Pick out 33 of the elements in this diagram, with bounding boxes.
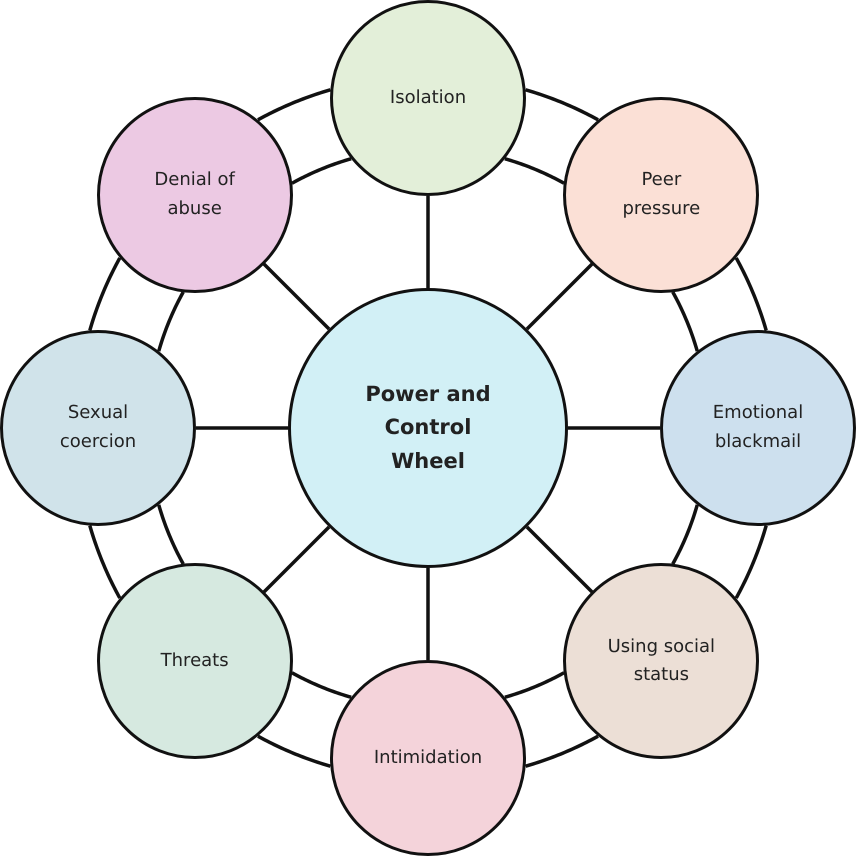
rim-arc <box>257 734 331 768</box>
circle-label: Isolation <box>388 86 468 110</box>
spoke-line <box>526 262 594 330</box>
spoke-line <box>426 568 430 660</box>
circle-label: Using social status <box>606 634 716 688</box>
rim-arc <box>525 88 599 122</box>
circle-label: Threats <box>160 648 230 673</box>
spoke-line <box>262 262 330 330</box>
rim-arc <box>257 88 331 122</box>
rim-arc <box>88 257 122 331</box>
rim-arc <box>88 525 122 599</box>
spoke-line <box>526 526 594 594</box>
rim-arc <box>504 157 565 185</box>
spoke-line <box>196 426 288 430</box>
circle-label: Emotional blackmail <box>712 401 804 454</box>
rim-arc <box>734 525 768 599</box>
rim-arc <box>291 671 352 699</box>
circle-label: Denial of abuse <box>153 168 236 221</box>
rim-arc <box>671 291 699 352</box>
circle-label: Peer pressure <box>621 168 702 221</box>
rim-arc <box>157 504 185 565</box>
circle-label: Power and Control Wheel <box>364 380 492 475</box>
rim-arc <box>291 157 352 185</box>
rim-arc <box>504 671 565 699</box>
rim-arc <box>671 504 699 565</box>
spoke-line <box>262 526 330 594</box>
rim-arc <box>525 734 599 768</box>
circle-label: Intimidation <box>372 746 484 770</box>
spoke-line <box>568 426 660 430</box>
rim-arc <box>734 257 768 331</box>
circle-label: Sexual coercion <box>58 401 138 454</box>
rim-arc <box>157 291 185 352</box>
spoke-line <box>426 196 430 288</box>
